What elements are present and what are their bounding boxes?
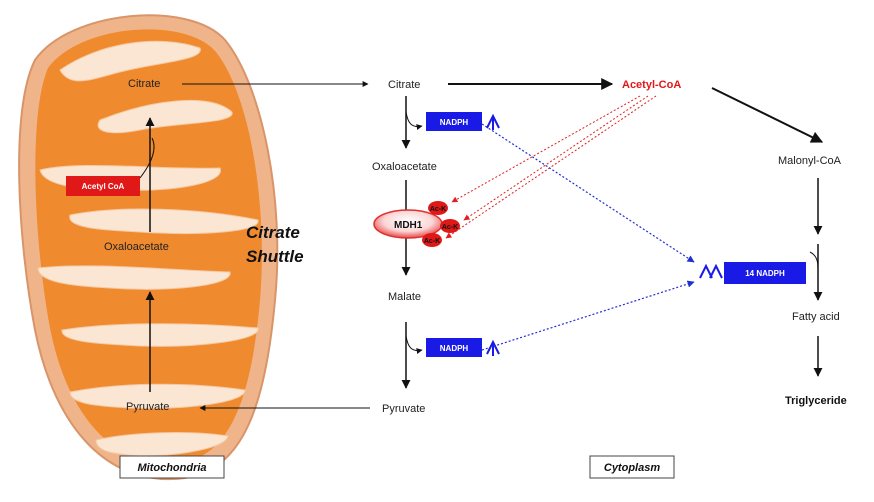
title-line-2: Shuttle	[246, 247, 304, 266]
acetylation-arrows	[445, 95, 657, 239]
nadph-1-up-icon	[486, 113, 500, 130]
title-line-1: Citrate	[246, 223, 300, 242]
cyto-acetyl-coa-label: Acetyl-CoA	[622, 79, 681, 91]
nadph-label-1: NADPH	[440, 118, 469, 127]
nadph-box-1	[426, 112, 482, 131]
cyto-pyruvate-label: Pyruvate	[382, 403, 425, 415]
mito-acetyl-coa-label: Acetyl CoA	[82, 182, 125, 191]
nadph-14-branch	[809, 251, 819, 271]
mito-citrate-label: Citrate	[128, 78, 160, 90]
cyto-citrate-label: Citrate	[388, 79, 420, 91]
cyto-malonyl-coa-label: Malonyl-CoA	[778, 155, 842, 167]
cyto-triglyceride-label: Triglyceride	[785, 395, 847, 407]
mito-pyruvate-label: Pyruvate	[126, 401, 169, 413]
acetyl-lysine-marks: Ac-K Ac-K Ac-K	[422, 201, 460, 247]
mito-acetyl-coa-box	[66, 176, 140, 196]
nadph-1-branch	[405, 111, 423, 130]
cytoplasm-caption: Cytoplasm	[604, 462, 660, 474]
svg-text:Ac-K: Ac-K	[424, 238, 440, 245]
nadph-2-up-icon	[486, 339, 500, 356]
cytoplasm-caption-box	[589, 455, 675, 479]
mdh1-label: MDH1	[394, 220, 423, 231]
cyto-malate-label: Malate	[388, 291, 421, 303]
mito-oxaloacetate-label: Oxaloacetate	[104, 241, 169, 253]
cyto-fatty-acid-label: Fatty acid	[792, 311, 840, 323]
svg-text:Ac-K: Ac-K	[430, 206, 446, 213]
nadph-box-2	[426, 338, 482, 357]
arrow-acetylcoa-into-citrate	[139, 137, 155, 179]
svg-text:Ac-K: Ac-K	[442, 224, 458, 231]
mitochondria-caption-box	[119, 455, 225, 479]
nadph-flux-arrows	[481, 123, 695, 351]
nadph-14-box	[724, 262, 806, 284]
mito-matrix	[35, 29, 262, 464]
nadph-14-up-icon	[699, 263, 723, 279]
nadph-14-label: 14 NADPH	[745, 269, 785, 278]
mitochondrion	[18, 14, 279, 481]
cristae	[37, 40, 259, 457]
arrow-acetylcoa-to-malonylcoa	[711, 87, 824, 143]
nadph-label-2: NADPH	[440, 344, 469, 353]
mitochondria-caption: Mitochondria	[137, 462, 206, 474]
cyto-oxaloacetate-label: Oxaloacetate	[372, 161, 437, 173]
nadph-2-branch	[405, 335, 423, 354]
